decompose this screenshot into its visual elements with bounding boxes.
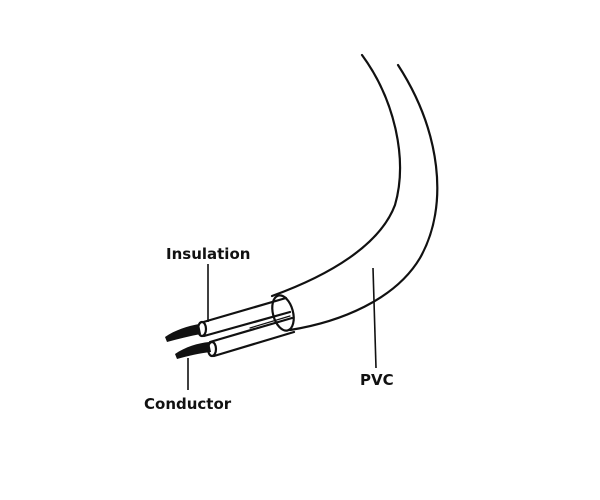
conductor-strands-lower <box>175 342 211 359</box>
insulated-wire-upper <box>198 296 292 338</box>
wire-gap-line <box>249 315 291 329</box>
pvc-jacket-lower-edge <box>288 63 439 332</box>
insulation-label: Insulation <box>166 245 251 263</box>
pvc-label: PVC <box>360 371 394 389</box>
conductor-strands-upper <box>165 324 201 342</box>
pvc-jacket-upper-edge <box>270 53 402 298</box>
conductors <box>165 324 211 359</box>
insulated-wire-lower <box>208 316 296 358</box>
pvc-leader-line <box>372 267 377 369</box>
conductor-label: Conductor <box>144 395 232 413</box>
